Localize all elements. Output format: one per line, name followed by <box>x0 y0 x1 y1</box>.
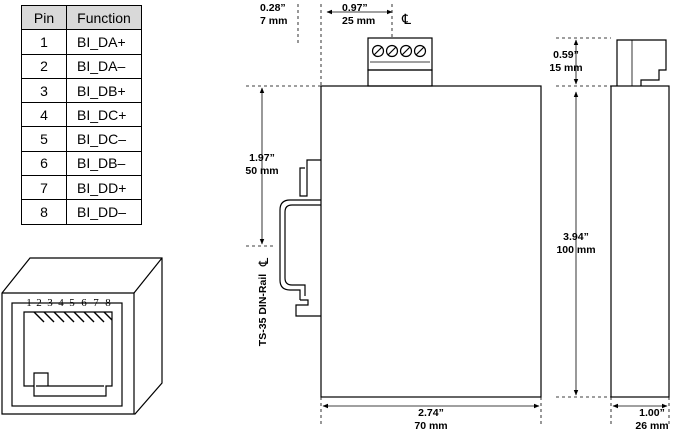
centerline-symbol-top: ℄ <box>401 12 411 28</box>
height-mm: 100 mm <box>556 244 595 256</box>
width-inches: 2.74” <box>418 407 444 419</box>
din-rail-label: TS-35 DIN-Rail <box>257 274 269 346</box>
jack-contacts <box>33 311 113 323</box>
pin-function-cell: BI_DD– <box>66 199 142 225</box>
depth-mm: 26 mm <box>635 420 668 431</box>
jack-pin-number: 6 <box>81 297 87 309</box>
dimension-labels: 0.28” 7 mm 0.97” 25 mm ℄ 0.59” 15 mm 1.9… <box>245 2 668 431</box>
centerline-symbol-rail: ℄ <box>257 257 272 267</box>
rail-offset-mm: 7 mm <box>260 15 287 27</box>
pin-function-cell: BI_DC+ <box>66 102 142 128</box>
pin-function-cell: BI_DA– <box>66 53 142 79</box>
device-body-side <box>610 85 670 398</box>
side-view <box>610 39 670 398</box>
table-row: 5 BI_DC– <box>21 126 142 152</box>
jack-pin-number: 1 <box>26 297 32 309</box>
rail-center-inches: 1.97” <box>249 152 275 164</box>
table-row: 2 BI_DA– <box>21 53 142 79</box>
terminal-width-mm: 25 mm <box>342 15 375 27</box>
front-view <box>279 37 542 398</box>
jack-pin-numbers: 1 2 3 4 5 6 7 8 <box>26 297 111 309</box>
pin-number-cell: 1 <box>21 29 67 55</box>
table-row: 8 BI_DD– <box>21 199 142 225</box>
jack-pin-number: 2 <box>36 297 42 309</box>
jack-pin-number: 4 <box>58 297 64 309</box>
terminal-block <box>367 37 433 87</box>
rail-offset-inches: 0.28” <box>260 2 286 14</box>
pin-number-cell: 3 <box>21 77 67 104</box>
pin-table-header-row: Pin Function <box>21 4 142 31</box>
terminal-height-mm: 15 mm <box>549 62 582 74</box>
pin-function-table: Pin Function 1 BI_DA+ 2 BI_DA– 3 BI_DB+ … <box>21 4 142 225</box>
jack-pin-number: 5 <box>69 297 75 309</box>
terminal-height-inches: 0.59” <box>553 49 579 61</box>
table-row: 1 BI_DA+ <box>21 29 142 55</box>
jack-pin-number: 3 <box>47 297 53 309</box>
din-rail-clip <box>279 159 321 317</box>
side-terminal-block <box>616 39 667 86</box>
depth-inches: 1.00” <box>639 407 665 419</box>
rail-center-mm: 50 mm <box>245 165 278 177</box>
rj45-jack-diagram <box>1 257 163 415</box>
device-body-front <box>320 85 542 398</box>
pin-number-cell: 2 <box>21 53 67 79</box>
width-mm: 70 mm <box>414 420 447 431</box>
pin-function-cell: BI_DA+ <box>66 29 142 55</box>
jack-pin-number: 7 <box>93 297 99 309</box>
pin-function-cell: BI_DC– <box>66 126 142 152</box>
terminal-screws <box>371 44 427 58</box>
height-inches: 3.94” <box>563 231 589 243</box>
terminal-width-inches: 0.97” <box>342 2 368 14</box>
pin-number-cell: 8 <box>21 199 67 225</box>
jack-pin-number: 8 <box>105 297 111 309</box>
table-row: 3 BI_DB+ <box>21 77 142 104</box>
dimension-lines <box>246 4 670 424</box>
pin-column-header: Pin <box>21 4 67 31</box>
pin-function-cell: BI_DB+ <box>66 77 142 104</box>
function-column-header: Function <box>66 4 142 31</box>
table-row: 4 BI_DC+ <box>21 102 142 128</box>
